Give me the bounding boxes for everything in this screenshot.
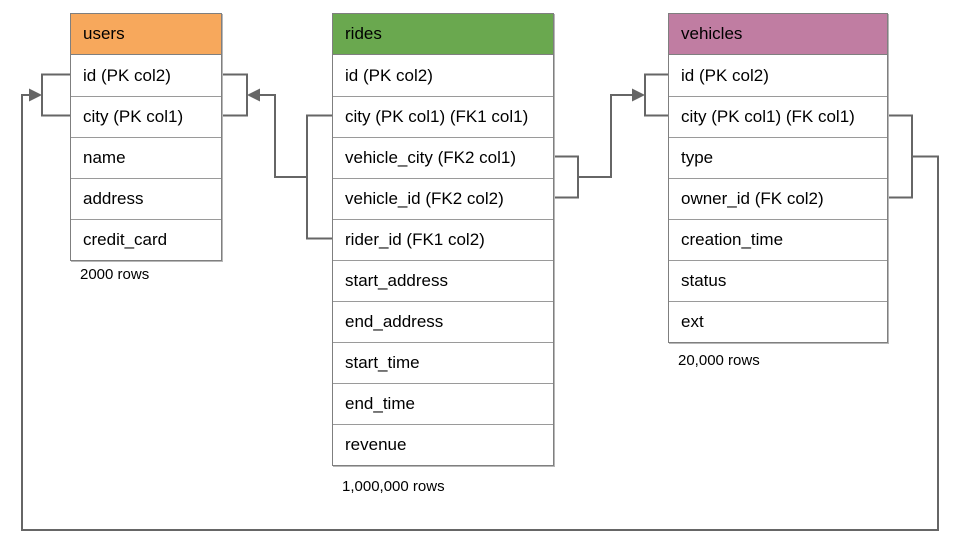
table-rides: rides id (PK col2) city (PK col1) (FK1 c… — [332, 13, 554, 466]
column-row: city (PK col1) (FK col1) — [669, 96, 887, 137]
column-row: address — [71, 178, 221, 219]
table-rides-title: rides — [333, 14, 553, 55]
column-row: status — [669, 260, 887, 301]
column-row: owner_id (FK col2) — [669, 178, 887, 219]
column-row: vehicle_id (FK2 col2) — [333, 178, 553, 219]
fk-vehicles-to-users-connector — [21, 73, 939, 531]
table-vehicles: vehicles id (PK col2) city (PK col1) (FK… — [668, 13, 888, 343]
arrowhead-into-users-left — [29, 88, 42, 102]
column-row: id (PK col2) — [333, 55, 553, 96]
rides-to-users-route — [259, 94, 307, 178]
column-row: credit_card — [71, 219, 221, 260]
column-row: start_time — [333, 342, 553, 383]
users-left-bracket — [41, 73, 70, 117]
column-row: type — [669, 137, 887, 178]
arrowhead-into-users-right — [247, 88, 260, 102]
table-users: users id (PK col2) city (PK col1) name a… — [70, 13, 222, 261]
column-row: revenue — [333, 424, 553, 465]
column-row: id (PK col2) — [71, 55, 221, 96]
vehicles-to-users-route — [21, 94, 939, 531]
table-users-title: users — [71, 14, 221, 55]
vehicles-row-count: 20,000 rows — [678, 352, 760, 369]
arrowhead-into-vehicles-left — [632, 88, 645, 102]
column-row: creation_time — [669, 219, 887, 260]
column-row: end_address — [333, 301, 553, 342]
vehicles-left-bracket — [644, 73, 668, 117]
column-row: rider_id (FK1 col2) — [333, 219, 553, 260]
column-row: name — [71, 137, 221, 178]
column-row: ext — [669, 301, 887, 342]
rides-to-vehicles-route — [578, 94, 632, 178]
rides-right-bracket — [554, 155, 579, 199]
column-row: id (PK col2) — [669, 55, 887, 96]
column-row: city (PK col1) — [71, 96, 221, 137]
users-right-bracket — [222, 73, 248, 117]
column-row: vehicle_city (FK2 col1) — [333, 137, 553, 178]
rides-row-count: 1,000,000 rows — [342, 478, 445, 495]
users-row-count: 2000 rows — [80, 266, 150, 283]
table-vehicles-title: vehicles — [669, 14, 887, 55]
column-row: end_time — [333, 383, 553, 424]
column-row: city (PK col1) (FK1 col1) — [333, 96, 553, 137]
vehicles-right-bracket — [888, 114, 913, 199]
fk-rides-to-vehicles-connector — [554, 73, 668, 199]
column-row: start_address — [333, 260, 553, 301]
rides-left-bracket — [306, 114, 332, 240]
fk-rides-to-users-connector — [222, 73, 332, 240]
